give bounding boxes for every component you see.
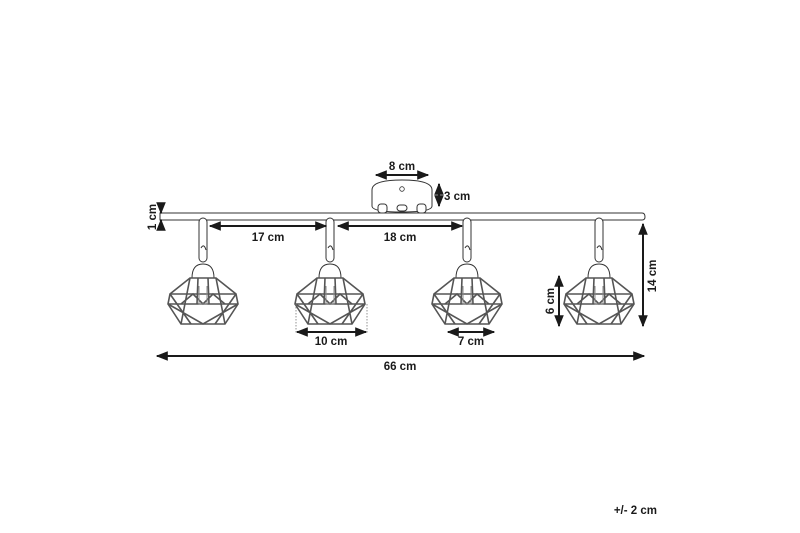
shade-base-width-label: 7 cm [458, 336, 484, 348]
spotlight-1 [167, 217, 239, 325]
track-bar [159, 212, 646, 221]
ceiling-canopy [371, 179, 433, 214]
canopy-height-label: 3 cm [444, 191, 470, 203]
shade-width-label: 10 cm [315, 336, 348, 348]
spacing-1-label: 17 cm [252, 232, 285, 244]
shade-height-label: 6 cm [545, 288, 557, 314]
spotlight-3 [431, 217, 503, 325]
bar-thickness-label: 1 cm [147, 204, 159, 230]
tolerance-note: +/- 2 cm [613, 505, 657, 517]
spotlight-4 [563, 217, 635, 325]
total-length-label: 66 cm [384, 361, 417, 373]
total-height-label: 14 cm [647, 260, 659, 293]
spacing-2-label: 18 cm [384, 232, 417, 244]
canopy-width-label: 8 cm [389, 161, 415, 173]
spotlight-2 [294, 217, 366, 325]
